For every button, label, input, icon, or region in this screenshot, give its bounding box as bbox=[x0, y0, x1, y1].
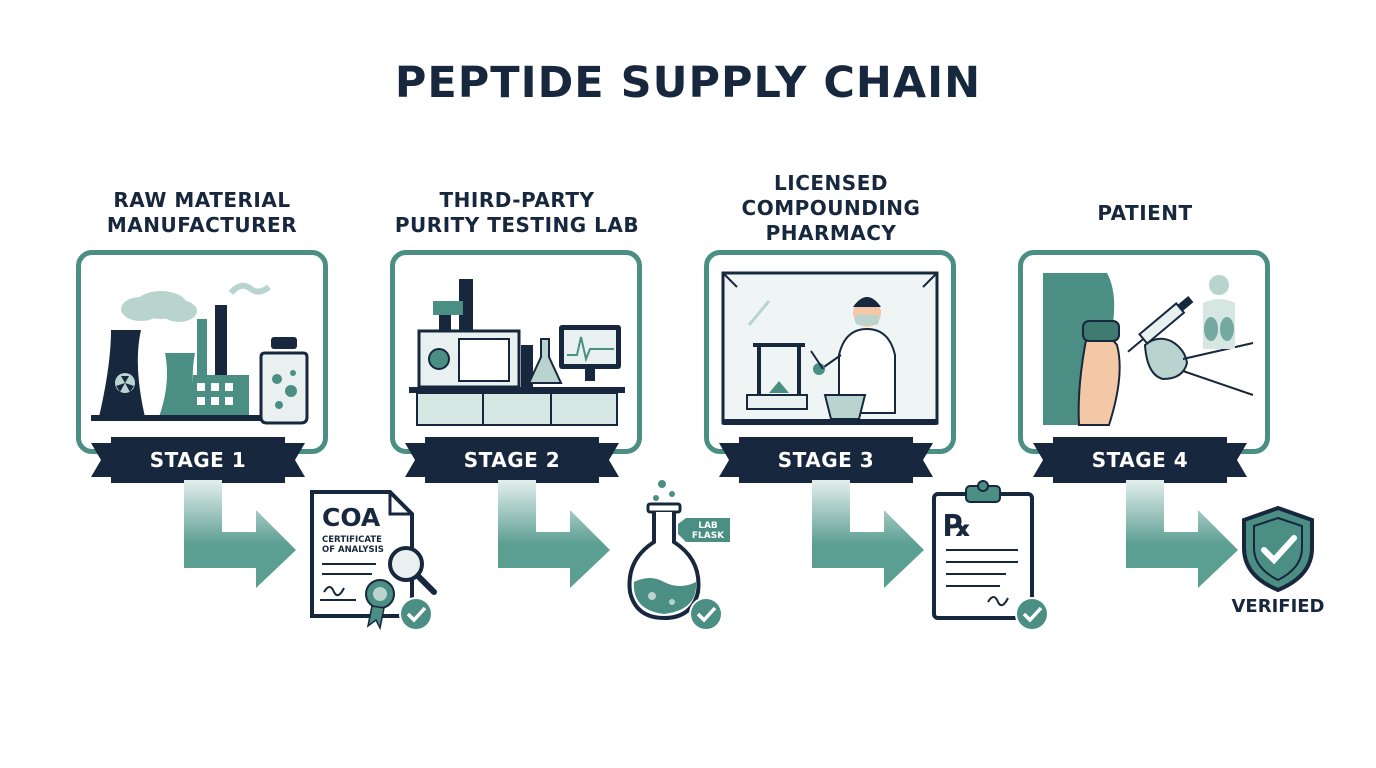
page-title: PEPTIDE SUPPLY CHAIN bbox=[394, 58, 982, 108]
rx-symbol: ℞ bbox=[944, 509, 971, 544]
flow-arrow-2 bbox=[498, 480, 610, 588]
stage-1-ribbon: STAGE 1 bbox=[91, 437, 305, 483]
stage-1-card bbox=[76, 250, 328, 454]
verified-label: VERIFIED bbox=[1231, 596, 1325, 617]
prescription-icon: ℞ bbox=[932, 480, 1049, 631]
flow-arrow-1 bbox=[184, 480, 296, 588]
flow-arrow-4 bbox=[1126, 480, 1238, 588]
injection-icon bbox=[1043, 273, 1254, 426]
stage-4-heading: PATIENT bbox=[1097, 201, 1193, 225]
stage-2-ribbon: STAGE 2 bbox=[405, 437, 619, 483]
flask-icon: LAB FLASK bbox=[627, 480, 730, 631]
coa-line-1: CERTIFICATE bbox=[322, 535, 382, 545]
pharmacist-icon bbox=[721, 271, 939, 425]
stage-4-ribbon: STAGE 4 bbox=[1033, 437, 1247, 483]
coa-line-2: OF ANALYSIS bbox=[322, 545, 384, 555]
certificate-icon: COA CERTIFICATE OF ANALYSIS bbox=[310, 490, 437, 631]
flow-arrow-3 bbox=[812, 480, 924, 588]
shield-check-icon bbox=[1242, 505, 1314, 593]
flask-tag-line-1: LAB bbox=[698, 521, 718, 531]
stage-2-card bbox=[390, 250, 642, 454]
stage-4-card bbox=[1018, 250, 1270, 454]
flask-tag-line-2: FLASK bbox=[692, 531, 725, 541]
lab-equipment-icon bbox=[409, 279, 625, 426]
coa-title: COA bbox=[322, 503, 381, 532]
stage-3-ribbon: STAGE 3 bbox=[719, 437, 933, 483]
stage-3-card bbox=[704, 250, 956, 454]
factory-icon bbox=[91, 282, 309, 425]
